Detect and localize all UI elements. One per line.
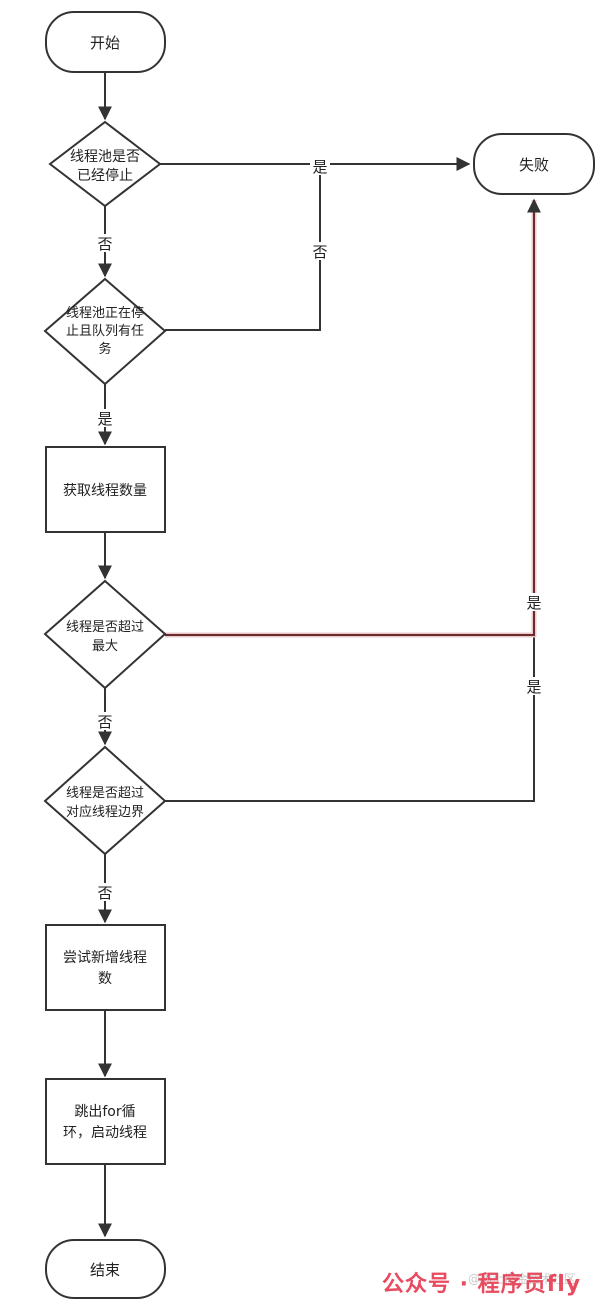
node-try-add-line-2: 数 xyxy=(98,971,112,987)
node-check-queue-line-1: 线程池正在停 xyxy=(66,305,144,321)
edge-labels: 是 否 否 是 是 否 是 否 xyxy=(95,157,544,902)
edge-label-bound-yes: 是 xyxy=(526,678,541,696)
edge-max-yes-to-fail-glow xyxy=(165,200,537,638)
node-fail-text: 失败 xyxy=(519,156,549,174)
edge-label-queue-yes: 是 xyxy=(97,410,112,428)
edge-label-shutdown-yes: 是 xyxy=(312,158,327,176)
node-get-count-text: 获取线程数量 xyxy=(63,483,147,499)
node-check-shutdown-line-2: 已经停止 xyxy=(77,167,133,184)
watermark-account: 公众号 · 程序员fly xyxy=(382,1272,582,1297)
label-bg xyxy=(310,242,330,260)
node-break-loop: 跳出for循 环，启动线程 xyxy=(45,1078,166,1165)
edge-label-max-no: 否 xyxy=(97,713,112,731)
label-bg xyxy=(95,234,115,252)
node-check-bound: 线程是否超过 对应线程边界 xyxy=(43,745,167,856)
node-check-max-shape xyxy=(43,579,167,690)
node-check-shutdown-line-1: 线程池是否 xyxy=(70,149,140,165)
node-check-queue: 线程池正在停 止且队列有任 务 xyxy=(43,277,167,386)
node-end-text: 结束 xyxy=(90,1261,120,1279)
node-try-add-shape xyxy=(45,924,166,1011)
label-bg xyxy=(95,883,115,901)
label-bg xyxy=(524,677,544,695)
node-try-add: 尝试新增线程 数 xyxy=(45,924,166,1011)
node-try-add-line-1: 尝试新增线程 xyxy=(63,950,147,966)
edge-label-shutdown-no: 否 xyxy=(97,235,112,253)
node-check-queue-shape xyxy=(43,277,167,386)
edge-queue-no-to-fail xyxy=(165,164,321,331)
node-start: 开始 xyxy=(45,11,166,73)
edge-label-max-yes: 是 xyxy=(526,594,541,612)
node-check-max: 线程是否超过 最大 xyxy=(43,579,167,690)
label-bg xyxy=(95,409,115,427)
node-break-loop-line-1: 跳出for循 xyxy=(74,1104,135,1120)
node-check-bound-shape xyxy=(43,745,167,856)
node-get-count: 获取线程数量 xyxy=(45,446,166,533)
node-break-loop-line-2: 环，启动线程 xyxy=(63,1125,147,1141)
edge-max-yes-to-fail-line xyxy=(165,198,541,636)
label-bg xyxy=(95,712,115,730)
label-bg xyxy=(524,593,544,611)
node-start-text: 开始 xyxy=(90,34,120,52)
node-check-shutdown-shape xyxy=(48,120,162,208)
label-bg xyxy=(310,157,330,175)
node-fail: 失败 xyxy=(473,133,595,195)
node-fail-shape xyxy=(473,133,595,195)
node-end: 结束 xyxy=(45,1239,166,1299)
node-check-queue-line-2: 止且队列有任 xyxy=(66,324,144,339)
node-break-loop-shape xyxy=(45,1078,166,1165)
edge-label-queue-no: 否 xyxy=(312,243,327,261)
edge-max-yes-to-fail xyxy=(165,198,541,638)
watermark-community: @稀土掘金技术社区 xyxy=(468,1272,577,1286)
node-check-queue-line-3: 务 xyxy=(98,341,111,357)
node-end-shape xyxy=(45,1239,166,1299)
node-check-max-line-1: 线程是否超过 xyxy=(66,620,144,635)
node-check-bound-line-2: 对应线程边界 xyxy=(66,804,144,820)
edge-label-bound-no: 否 xyxy=(97,884,112,902)
node-check-bound-line-1: 线程是否超过 xyxy=(66,786,144,801)
edge-bound-yes-to-fail xyxy=(165,634,535,802)
node-check-max-line-2: 最大 xyxy=(92,639,118,654)
node-check-shutdown: 线程池是否 已经停止 xyxy=(48,120,162,208)
node-start-shape xyxy=(45,11,166,73)
node-get-count-shape xyxy=(45,446,166,533)
